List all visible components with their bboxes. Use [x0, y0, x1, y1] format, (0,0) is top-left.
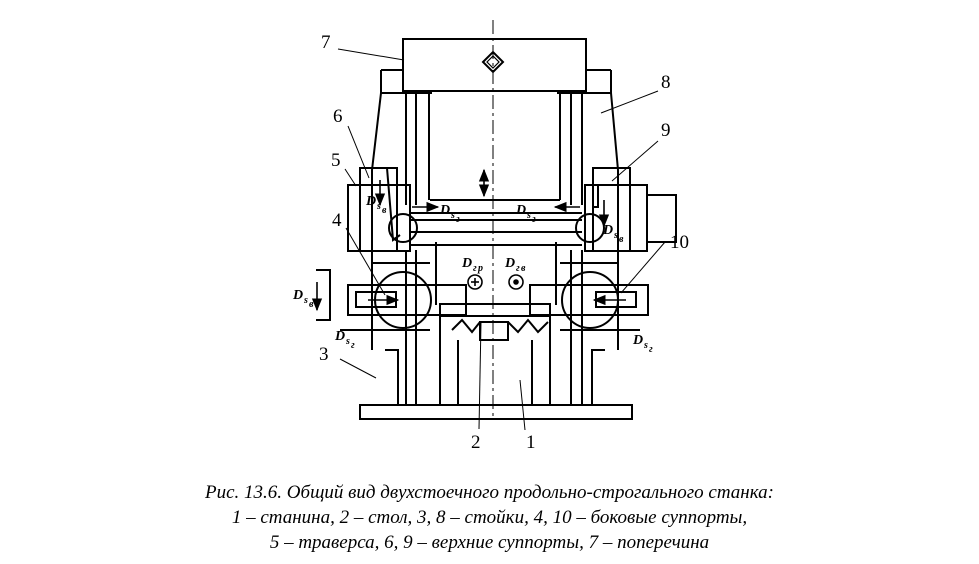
svg-text:D: D [439, 203, 450, 218]
svg-text:D: D [334, 329, 345, 344]
svg-text:р: р [477, 263, 483, 274]
label-5: 5 [331, 150, 341, 171]
bed [340, 316, 640, 420]
svg-text:D: D [515, 203, 526, 218]
caption-line-1: Рис. 13.6. Общий вид двухстоечного продо… [205, 482, 774, 503]
left-vertical-head [347, 167, 418, 252]
caption-line-2: 1 – станина, 2 – стол, 3, 8 – стойки, 4,… [231, 507, 748, 528]
label-8: 8 [661, 72, 671, 93]
svg-text:D: D [461, 256, 472, 271]
svg-text:г: г [351, 340, 355, 351]
planer-machine-diagram: 7 8 6 9 5 4 10 3 2 1 Dsв Dsг Dsг Dsв Dгр… [292, 20, 689, 453]
svg-text:s: s [613, 230, 618, 241]
label-10: 10 [670, 232, 689, 253]
crossbeam [381, 38, 611, 92]
table [435, 242, 557, 341]
svg-text:г: г [649, 344, 653, 355]
figure-caption: Рис. 13.6. Общий вид двухстоечного продо… [0, 480, 979, 555]
label-9: 9 [661, 120, 671, 141]
svg-text:г: г [516, 263, 520, 274]
svg-text:s: s [376, 201, 381, 212]
svg-text:г: г [456, 214, 460, 225]
svg-text:в: в [309, 299, 314, 310]
svg-text:D: D [504, 256, 515, 271]
caption-line-3: 5 – траверса, 6, 9 – верхние суппорты, 7… [269, 532, 710, 553]
label-2: 2 [471, 432, 481, 453]
svg-text:s: s [450, 210, 455, 221]
svg-text:s: s [345, 336, 350, 347]
rail [410, 199, 582, 246]
svg-text:s: s [303, 295, 308, 306]
svg-text:г: г [532, 214, 536, 225]
label-1: 1 [526, 432, 536, 453]
svg-text:s: s [526, 210, 531, 221]
label-7: 7 [321, 32, 331, 53]
svg-text:г: г [473, 263, 477, 274]
right-vertical-head [575, 167, 677, 252]
svg-text:D: D [602, 223, 613, 238]
svg-text:в: в [521, 263, 526, 274]
label-4: 4 [332, 210, 342, 231]
motion-arrows [311, 168, 626, 312]
svg-text:в: в [619, 234, 624, 245]
svg-text:s: s [643, 340, 648, 351]
right-side-head [529, 262, 649, 329]
label-6: 6 [333, 106, 343, 127]
svg-text:D: D [632, 333, 643, 348]
left-column [371, 70, 432, 405]
left-side-head [316, 262, 467, 329]
leader-lines [337, 48, 666, 431]
svg-text:в: в [382, 205, 387, 216]
svg-text:D: D [292, 288, 303, 303]
label-3: 3 [319, 344, 329, 365]
svg-text:D: D [365, 194, 376, 209]
